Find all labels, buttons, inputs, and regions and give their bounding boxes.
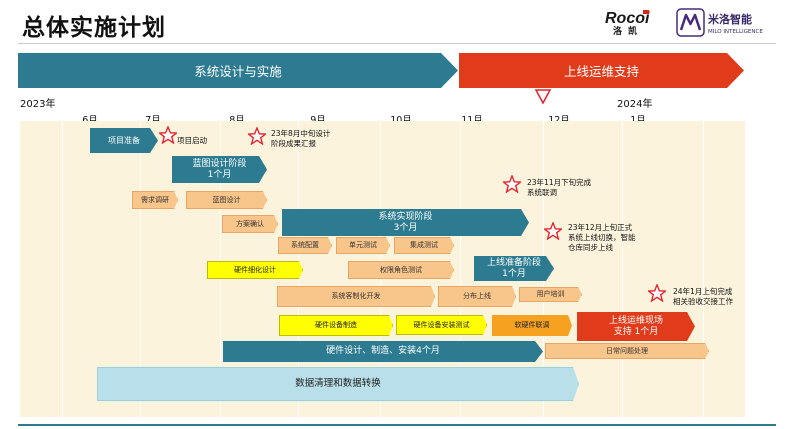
milo-logo-cn: 米洛智能 (707, 12, 752, 26)
milestone-star-icon (648, 284, 666, 302)
task-unit-test: 单元测试 (336, 237, 390, 254)
task-daily-issues: 日常问题处理 (545, 343, 709, 359)
year-start-label: 2023年 (20, 99, 56, 110)
rocoi-logo-mark (643, 10, 649, 14)
milestone-star-icon (248, 127, 266, 145)
task-blueprint-design: 蓝图设计 (186, 191, 267, 209)
task-sys-custom-dev: 系统客制化开发 (277, 286, 435, 307)
task-system-impl-phase: 系统实现阶段 3个月 (282, 209, 529, 236)
task-golive-prep-phase: 上线准备阶段 1个月 (474, 256, 554, 281)
task-req-research: 需求调研 (132, 191, 178, 209)
page-title: 总体实施计划 (22, 15, 166, 41)
month-label-jun: 6月 (72, 112, 108, 126)
milestone-jan-accept-note: 24年1月上旬完成 相关验收交接工作 (673, 287, 733, 306)
task-user-training: 用户培训 (519, 287, 582, 302)
milo-logo-mark (679, 13, 702, 31)
milestone-star-icon (159, 126, 177, 144)
task-staged-golive: 分布上线 (438, 286, 516, 307)
task-hw-manufacture: 硬件设备制造 (279, 315, 393, 336)
title-divider (18, 43, 776, 44)
grid-line (622, 121, 623, 417)
month-label-sep: 9月 (300, 112, 336, 126)
milestone-dec-golive-note: 23年12月上旬正式 系统上线切换，智能 仓库同步上线 (568, 223, 636, 252)
month-label-oct: 10月 (383, 112, 419, 126)
month-label-jul: 7月 (135, 112, 171, 126)
task-hw-install-test: 硬件设备安装测试 (396, 315, 487, 335)
phase-operations-arrow: 上线运维支持 (459, 53, 744, 88)
milestone-kickoff-note: 项目启动 (177, 136, 207, 145)
footer-divider (18, 424, 776, 426)
rocoi-logo-text: Rocoi (605, 10, 650, 27)
task-hw-detail-design: 硬件细化设计 (207, 261, 303, 279)
phase-design-impl-label: 系统设计与实施 (194, 64, 282, 79)
task-project-prep: 项目准备 (90, 128, 158, 153)
grid-line (140, 121, 141, 417)
milestone-nov-joint-note: 23年11月下旬完成 系统联调 (527, 178, 592, 197)
milo-logo-en: MILO INTELLIGENCE (708, 29, 763, 35)
task-blueprint-phase: 蓝图设计阶段 1个月 (172, 156, 267, 183)
grid-line (62, 121, 63, 417)
milestone-star-icon (503, 175, 521, 193)
task-solution-confirm: 方案确认 (222, 215, 278, 233)
task-permission-test: 权限角色测试 (348, 261, 454, 279)
rocoi-logo: Rocoi 洛凯 (605, 10, 650, 36)
phase-design-impl-arrow: 系统设计与实施 (18, 53, 458, 88)
grid-line (703, 121, 704, 417)
month-label-jan: 1月 (620, 112, 656, 126)
task-integration-test: 集成测试 (394, 237, 454, 254)
rocoi-logo-cn: 洛凯 (613, 25, 643, 36)
task-onsite-support: 上线运维现场 支持 1个月 (577, 312, 695, 341)
month-label-nov: 11月 (454, 112, 490, 126)
year-end-label: 2024年 (617, 99, 653, 110)
phase-operations-label: 上线运维支持 (563, 64, 639, 79)
milestone-star-icon (544, 222, 562, 240)
task-hw-sw-joint-debug: 软硬件联调 (492, 315, 572, 336)
task-data-cleanup: 数据清理和数据转换 (97, 367, 579, 401)
task-system-config: 系统配置 (278, 237, 332, 254)
grid-line (460, 121, 461, 417)
month-label-aug: 8月 (219, 112, 255, 126)
task-hw-summary: 硬件设计、制造、安装4个月 (223, 341, 543, 362)
month-label-dec: 12月 (541, 112, 577, 126)
milestone-aug-report-note: 23年8月中旬设计 阶段成果汇报 (271, 129, 331, 148)
milo-logo: 米洛智能 MILO INTELLIGENCE (676, 8, 763, 37)
golive-triangle-marker (535, 89, 551, 104)
